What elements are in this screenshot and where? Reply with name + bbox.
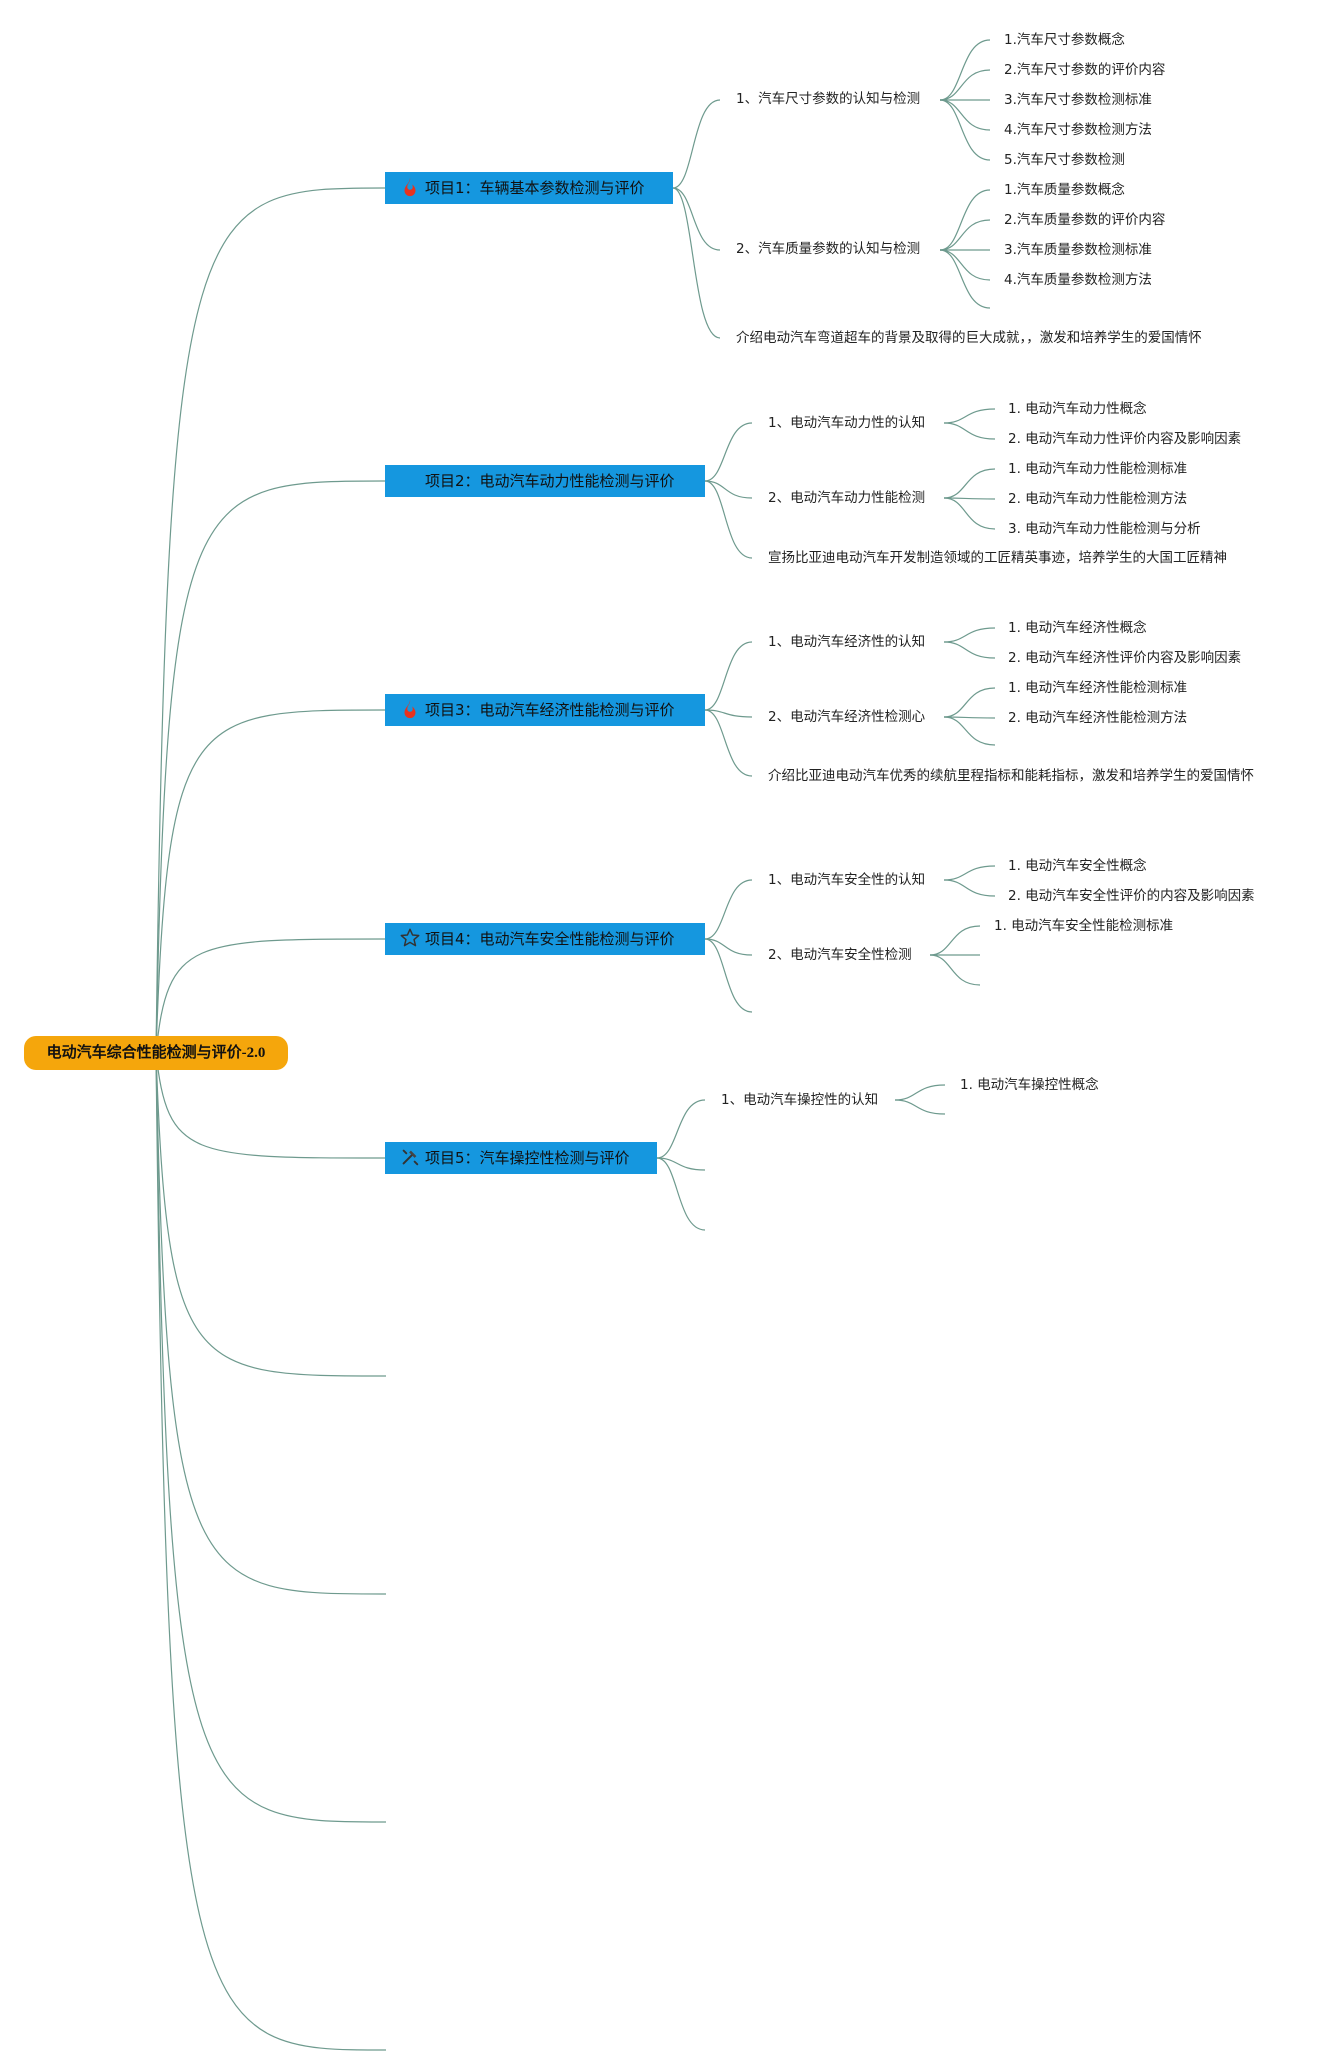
project-2-label: 项目2：电动汽车动力性能检测与评价 <box>425 472 675 490</box>
sub-4-leaf-link-1 <box>943 468 996 499</box>
sub-5-leaf-link-2 <box>943 641 996 659</box>
p2-s2-leaf-1[interactable]: 1. 电动汽车动力性能检测标准 <box>1008 461 1188 477</box>
project-1-sub-link-1 <box>672 99 721 189</box>
root-link-6 <box>155 1052 387 1377</box>
sub-6-leaf-link-1 <box>943 687 996 718</box>
p1-sub-2[interactable]: 2、汽车质量参数的认知与检测 <box>736 241 921 257</box>
root-link-7 <box>155 1052 387 1595</box>
fire-icon <box>399 698 421 720</box>
sub-2-leaf-link-2 <box>939 219 991 251</box>
p2-sub-2[interactable]: 2、电动汽车动力性能检测 <box>768 490 926 506</box>
project-3-label: 项目3：电动汽车经济性能检测与评价 <box>425 701 675 719</box>
project-4-sub-link-1 <box>704 879 753 940</box>
sub-6-leaf-link-3 <box>943 716 996 746</box>
tools-icon <box>399 1146 421 1168</box>
p5-s1-leaf-1[interactable]: 1. 电动汽车操控性概念 <box>960 1077 1099 1093</box>
p1-s1-leaf-4[interactable]: 4.汽车尺寸参数检测方法 <box>1004 122 1152 138</box>
project-4-topic[interactable]: 项目4：电动汽车安全性能检测与评价 <box>385 923 705 955</box>
p2-sub-1[interactable]: 1、电动汽车动力性的认知 <box>768 415 926 431</box>
p1-sub-3[interactable]: 介绍电动汽车弯道超车的背景及取得的巨大成就，，激发和培养学生的爱国情怀 <box>736 330 1202 346</box>
p1-s1-leaf-1[interactable]: 1.汽车尺寸参数概念 <box>1004 32 1125 48</box>
p3-s2-leaf-1[interactable]: 1. 电动汽车经济性能检测标准 <box>1008 680 1188 696</box>
p1-s2-leaf-2[interactable]: 2.汽车质量参数的评价内容 <box>1004 212 1166 228</box>
project-2-sub-link-3 <box>704 480 753 559</box>
p1-s2-leaf-1[interactable]: 1.汽车质量参数概念 <box>1004 182 1125 198</box>
p1-s1-leaf-3[interactable]: 3.汽车尺寸参数检测标准 <box>1004 92 1152 108</box>
sub-2-leaf-link-5 <box>939 249 991 309</box>
p3-s1-leaf-1[interactable]: 1. 电动汽车经济性概念 <box>1008 620 1147 636</box>
p4-sub-1[interactable]: 1、电动汽车安全性的认知 <box>768 872 926 888</box>
p4-s1-leaf-1[interactable]: 1. 电动汽车安全性概念 <box>1008 858 1147 874</box>
sub-3-leaf-link-1 <box>943 408 996 424</box>
p2-s2-leaf-2[interactable]: 2. 电动汽车动力性能检测方法 <box>1008 491 1188 507</box>
p3-sub-1[interactable]: 1、电动汽车经济性的认知 <box>768 634 926 650</box>
p3-sub-2[interactable]: 2、电动汽车经济性检测心 <box>768 709 926 725</box>
sub-1-leaf-link-5 <box>939 99 991 161</box>
project-4-sub-link-3 <box>704 938 753 1013</box>
root-link-3 <box>155 709 387 1054</box>
p2-s2-leaf-3[interactable]: 3. 电动汽车动力性能检测与分析 <box>1008 521 1201 537</box>
p1-s1-leaf-2[interactable]: 2.汽车尺寸参数的评价内容 <box>1004 62 1166 78</box>
sub-5-leaf-link-1 <box>943 627 996 643</box>
project-5-sub-link-3 <box>656 1157 706 1231</box>
project-1-sub-link-3 <box>672 187 721 339</box>
project-3-sub-link-3 <box>704 709 753 777</box>
root-link-8 <box>155 1052 387 1823</box>
p4-sub-2[interactable]: 2、电动汽车安全性检测 <box>768 947 912 963</box>
sub-7-leaf-link-1 <box>943 865 996 881</box>
sub-2-leaf-link-4 <box>939 249 991 281</box>
project-3-sub-link-2 <box>704 709 753 718</box>
p1-s1-leaf-5[interactable]: 5.汽车尺寸参数检测 <box>1004 152 1125 168</box>
sub-1-leaf-link-4 <box>939 99 991 131</box>
p5-sub-1[interactable]: 1、电动汽车操控性的认知 <box>721 1092 879 1108</box>
root-topic[interactable]: 电动汽车综合性能检测与评价-2.0 <box>24 1036 288 1070</box>
sub-1-leaf-link-2 <box>939 69 991 101</box>
p4-s2-leaf-1[interactable]: 1. 电动汽车安全性能检测标准 <box>994 918 1174 934</box>
star-icon <box>399 927 421 949</box>
p3-s1-leaf-2[interactable]: 2. 电动汽车经济性评价内容及影响因素 <box>1008 650 1242 666</box>
sub-8-leaf-link-3 <box>929 954 981 986</box>
sub-1-leaf-link-1 <box>939 39 991 101</box>
p2-s1-leaf-2[interactable]: 2. 电动汽车动力性评价内容及影响因素 <box>1008 431 1242 447</box>
sub-8-leaf-link-1 <box>929 925 981 956</box>
project-5-topic[interactable]: 项目5：汽车操控性检测与评价 <box>385 1142 657 1174</box>
project-5-sub-link-1 <box>656 1099 706 1159</box>
sub-9-leaf-link-1 <box>894 1084 946 1101</box>
project-3-sub-link-1 <box>704 641 753 711</box>
project-1-label: 项目1：车辆基本参数检测与评价 <box>425 179 645 197</box>
p1-sub-1[interactable]: 1、汽车尺寸参数的认知与检测 <box>736 91 921 107</box>
sub-7-leaf-link-2 <box>943 879 996 897</box>
project-5-sub-link-2 <box>656 1157 706 1171</box>
root-link-5 <box>155 1052 387 1159</box>
project-4-label: 项目4：电动汽车安全性能检测与评价 <box>425 930 675 948</box>
p2-sub-3[interactable]: 宣扬比亚迪电动汽车开发制造领域的工匠精英事迹，培养学生的大国工匠精神 <box>768 550 1227 566</box>
sub-3-leaf-link-2 <box>943 422 996 440</box>
sub-9-leaf-link-2 <box>894 1099 946 1115</box>
fire-icon <box>399 176 421 198</box>
p1-s2-leaf-4[interactable]: 4.汽车质量参数检测方法 <box>1004 272 1152 288</box>
project-3-topic[interactable]: 项目3：电动汽车经济性能检测与评价 <box>385 694 705 726</box>
p3-s2-leaf-2[interactable]: 2. 电动汽车经济性能检测方法 <box>1008 710 1188 726</box>
project-4-sub-link-2 <box>704 938 753 956</box>
project-2-sub-link-1 <box>704 422 753 482</box>
p4-s1-leaf-2[interactable]: 2. 电动汽车安全性评价的内容及影响因素 <box>1008 888 1255 904</box>
p2-s1-leaf-1[interactable]: 1. 电动汽车动力性概念 <box>1008 401 1147 417</box>
project-2-topic[interactable]: 项目2：电动汽车动力性能检测与评价 <box>385 465 705 497</box>
p1-s2-leaf-3[interactable]: 3.汽车质量参数检测标准 <box>1004 242 1152 258</box>
sub-4-leaf-link-3 <box>943 497 996 530</box>
project-1-topic[interactable]: 项目1：车辆基本参数检测与评价 <box>385 172 673 204</box>
root-link-1 <box>155 187 387 1054</box>
project-5-label: 项目5：汽车操控性检测与评价 <box>425 1149 630 1167</box>
p3-sub-3[interactable]: 介绍比亚迪电动汽车优秀的续航里程指标和能耗指标，激发和培养学生的爱国情怀 <box>768 768 1254 784</box>
root-link-4 <box>155 938 387 1054</box>
project-1-sub-link-2 <box>672 187 721 251</box>
root-link-2 <box>155 480 387 1054</box>
root-link-9 <box>155 1052 387 2051</box>
sub-2-leaf-link-1 <box>939 189 991 251</box>
project-2-sub-link-2 <box>704 480 753 499</box>
